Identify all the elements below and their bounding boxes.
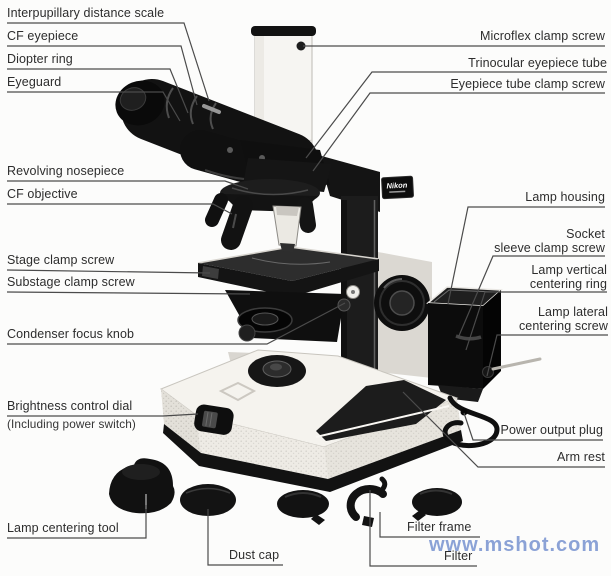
leader-lamp-housing	[447, 206, 605, 305]
filter-frame	[346, 476, 388, 527]
leader-brightness	[7, 413, 199, 417]
label-lamp-vertical-centering-ring: Lamp vertical centering ring	[530, 263, 607, 291]
brightness-control-dial	[194, 404, 234, 435]
leader-dust-cap	[207, 509, 283, 566]
cf-objective	[272, 205, 302, 247]
stage	[197, 246, 380, 297]
label-brightness-line1: Brightness control dial	[7, 399, 133, 413]
leader-trinocular	[305, 71, 607, 159]
filter	[412, 488, 462, 521]
label-dust-cap: Dust cap	[229, 548, 280, 562]
substage-condenser	[225, 285, 360, 342]
label-lamp-centering-tool: Lamp centering tool	[7, 521, 119, 535]
leader-substage-clamp	[6, 291, 251, 295]
leader-eyepiece-clamp	[312, 92, 605, 172]
base	[159, 349, 463, 492]
leader-socket-sleeve	[457, 255, 605, 339]
label-lamp-lateral-line1: Lamp lateral	[538, 305, 608, 319]
leader-eyeguard	[7, 91, 181, 122]
label-brightness-line2: (Including power switch)	[7, 417, 136, 431]
watermark: www.mshot.com	[429, 534, 601, 556]
filter-small	[277, 490, 329, 525]
label-socket-line1: Socket	[566, 227, 605, 241]
microflex-clamp-screw	[296, 41, 306, 51]
leader-condenser-focus	[7, 302, 346, 345]
label-eyeguard: Eyeguard	[7, 75, 62, 89]
label-diopter-ring: Diopter ring	[7, 52, 73, 66]
label-interpupillary-distance-scale: Interpupillary distance scale	[7, 6, 165, 20]
interpupillary-scale	[202, 104, 221, 114]
leader-cf-eyepiece	[7, 45, 198, 106]
brand-plate: Nikon	[381, 175, 414, 200]
label-power-output-plug: Power output plug	[500, 423, 603, 437]
label-socket-sleeve-clamp-screw: Socket sleeve clamp screw	[494, 227, 605, 255]
power-output-plug	[460, 408, 468, 416]
leader-arm-rest	[402, 391, 605, 468]
label-condenser-focus-knob: Condenser focus knob	[7, 327, 135, 341]
brand-plate-text: Nikon	[386, 180, 408, 190]
leader-power-output	[463, 412, 603, 441]
leader-interpupillary	[7, 22, 210, 102]
label-filter-frame: Filter frame	[407, 520, 472, 534]
label-revolving-nosepiece: Revolving nosepiece	[7, 164, 125, 178]
power-cord	[442, 395, 500, 449]
nosepiece-objectives	[205, 158, 332, 252]
leader-filter	[369, 490, 477, 567]
leader-lines	[6, 22, 608, 567]
label-stage-clamp-screw: Stage clamp screw	[7, 253, 115, 267]
stage-clamp-screw	[202, 266, 219, 279]
leader-cf-objective	[7, 203, 233, 215]
leader-lamp-centering-tool	[7, 505, 147, 539]
focus-knob	[374, 275, 430, 331]
leader-stage-clamp	[6, 269, 211, 274]
dust-cap	[180, 484, 236, 516]
leader-lamp-vertical	[465, 291, 607, 351]
label-lamp-vertical-line1: Lamp vertical	[531, 263, 607, 277]
label-lamp-lateral-centering-screw: Lamp lateral centering screw	[519, 305, 608, 333]
leader-filter-frame	[379, 512, 480, 538]
label-microflex-clamp-screw: Microflex clamp screw	[479, 29, 605, 43]
label-eyepiece-tube-clamp-screw: Eyepiece tube clamp screw	[450, 77, 605, 91]
leader-revolving-nosepiece	[7, 180, 249, 190]
label-cf-eyepiece: CF eyepiece	[7, 29, 79, 43]
condenser-focus-knob	[337, 298, 351, 312]
lamp-housing	[426, 286, 542, 402]
label-trinocular-eyepiece-tube: Trinocular eyepiece tube	[468, 56, 607, 70]
label-lamp-vertical-line2: centering ring	[529, 277, 607, 291]
label-lamp-housing: Lamp housing	[525, 190, 605, 204]
label-arm-rest: Arm rest	[556, 450, 605, 464]
lamp-centering-tool	[109, 458, 175, 514]
label-cf-objective: CF objective	[7, 187, 78, 201]
leader-diopter-ring	[7, 68, 189, 114]
label-socket-line2: sleeve clamp screw	[494, 241, 605, 255]
leader-lamp-lateral	[486, 334, 608, 377]
arm-rest	[316, 380, 446, 441]
label-brightness-control-dial: Brightness control dial (Including power…	[7, 399, 136, 431]
label-lamp-lateral-line2: centering screw	[518, 319, 608, 333]
label-filter: Filter	[444, 549, 473, 563]
label-substage-clamp-screw: Substage clamp screw	[7, 275, 135, 289]
